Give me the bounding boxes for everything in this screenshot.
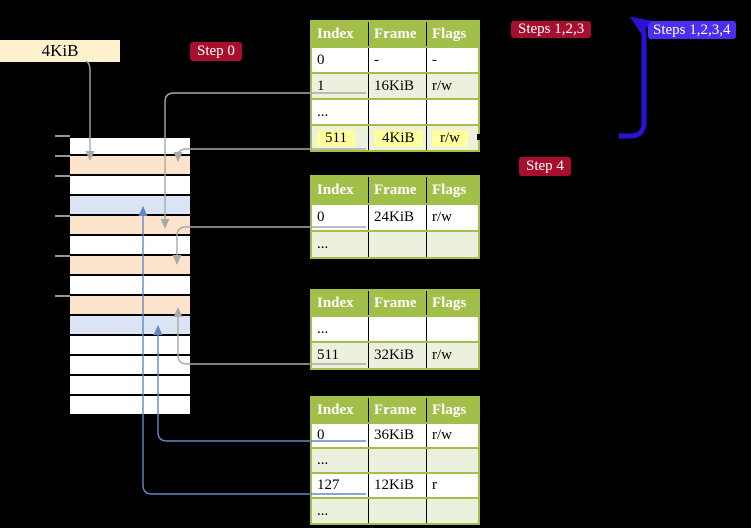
- table-cell: r/w: [426, 424, 478, 447]
- header-cell: Index: [317, 181, 354, 198]
- table-cell: ...: [317, 452, 329, 468]
- table-cell: 0: [317, 51, 325, 68]
- table-row-highlighted: 511 4KiB r/w: [312, 124, 478, 150]
- table-cell: 1: [317, 77, 325, 94]
- frame-address-box: 4KiB: [0, 40, 120, 62]
- table-cell: -: [426, 48, 478, 72]
- table-cell: [426, 100, 478, 124]
- memory-row: [70, 356, 190, 376]
- table-cell: ...: [317, 103, 329, 120]
- memory-row: [70, 316, 190, 336]
- table-cell: 12KiB: [368, 474, 426, 497]
- highlighted-value: 511: [317, 129, 355, 147]
- header-cell: Flags: [426, 22, 478, 46]
- address-tick: [55, 255, 70, 257]
- table-cell: 511: [312, 126, 368, 150]
- address-tick: [55, 135, 70, 137]
- header-cell: Frame: [368, 398, 426, 422]
- table-cell: [368, 449, 426, 472]
- memory-row: [70, 176, 190, 196]
- table-cell: [426, 232, 478, 257]
- table-cell: 32KiB: [368, 343, 426, 368]
- table-cell: ...: [317, 320, 329, 337]
- table-header-row: Index Frame Flags: [312, 398, 478, 422]
- header-cell: Flags: [426, 291, 478, 315]
- table-header-row: Index Frame Flags: [312, 291, 478, 315]
- table-row: 1 16KiB r/w: [312, 72, 478, 98]
- table-row: ...: [312, 497, 478, 523]
- table-header-row: Index Frame Flags: [312, 22, 478, 46]
- step4-badge: Step 4: [519, 157, 571, 176]
- table-row: 511 32KiB r/w: [312, 341, 478, 368]
- step0-badge: Step 0: [190, 42, 242, 61]
- table-row: 0 24KiB r/w: [312, 203, 478, 230]
- table-row: ...: [312, 230, 478, 257]
- table-row: ...: [312, 315, 478, 341]
- header-cell: Index: [317, 401, 354, 418]
- memory-row: [70, 396, 190, 416]
- table-cell: 511: [317, 347, 339, 363]
- header-cell: Frame: [368, 291, 426, 315]
- memory-row: [70, 236, 190, 256]
- header-cell: Index: [317, 294, 354, 311]
- highlighted-value: r/w: [432, 129, 468, 147]
- header-cell: Index: [317, 25, 354, 42]
- table-row: 0 - -: [312, 46, 478, 72]
- table-cell: [368, 499, 426, 523]
- steps1234-badge: Steps 1,2,3,4: [648, 21, 736, 39]
- header-cell: Frame: [368, 177, 426, 203]
- table-cell: 127: [317, 477, 340, 493]
- memory-row: [70, 216, 190, 236]
- memory-column: [70, 136, 190, 416]
- memory-row: [70, 256, 190, 276]
- table-cell: r/w: [426, 343, 478, 368]
- table-cell: [368, 232, 426, 257]
- table-cell: 24KiB: [368, 205, 426, 230]
- steps123-badge: Steps 1,2,3: [511, 21, 592, 38]
- table-cell: r/w: [426, 205, 478, 230]
- header-cell: Flags: [426, 398, 478, 422]
- address-tick: [55, 175, 70, 177]
- table-cell: ...: [317, 236, 329, 252]
- memory-row: [70, 136, 190, 156]
- table-header-row: Index Frame Flags: [312, 177, 478, 203]
- table-cell: r: [426, 474, 478, 497]
- table-cell: 16KiB: [368, 74, 426, 98]
- table-cell: 4KiB: [368, 126, 426, 150]
- table-cell: [368, 100, 426, 124]
- table-cell: 0: [317, 427, 325, 443]
- header-cell: Frame: [368, 22, 426, 46]
- page-table-second: Index Frame Flags 0 24KiB r/w ...: [310, 175, 480, 259]
- table-cell: 36KiB: [368, 424, 426, 447]
- table-cell: r/w: [426, 74, 478, 98]
- table-cell: r/w: [426, 126, 478, 150]
- table-cell: [426, 449, 478, 472]
- memory-row: [70, 376, 190, 396]
- address-tick: [55, 215, 70, 217]
- table-cell: ...: [317, 502, 329, 519]
- header-cell: Flags: [426, 177, 478, 203]
- page-table-third: Index Frame Flags ... 511 32KiB r/w: [310, 289, 480, 370]
- page-table-top: Index Frame Flags 0 - - 1 16KiB r/w ... …: [310, 20, 480, 152]
- table-cell: -: [368, 48, 426, 72]
- memory-row: [70, 296, 190, 316]
- highlighted-value: 4KiB: [374, 129, 423, 147]
- table-cell: [426, 499, 478, 523]
- memory-row: [70, 156, 190, 176]
- recursive-loop-arrow: [619, 16, 652, 139]
- table-row: 0 36KiB r/w: [312, 422, 478, 447]
- table-cell: [426, 317, 478, 341]
- table-cell: [368, 317, 426, 341]
- address-tick: [55, 155, 70, 157]
- table-cell: 0: [317, 209, 325, 225]
- page-table-bottom: Index Frame Flags 0 36KiB r/w ... 127 12…: [310, 396, 480, 525]
- memory-row: [70, 336, 190, 356]
- memory-row: [70, 276, 190, 296]
- table-row: 127 12KiB r: [312, 472, 478, 497]
- memory-row: [70, 196, 190, 216]
- address-tick: [55, 295, 70, 297]
- table-row: ...: [312, 447, 478, 472]
- table-row: ...: [312, 98, 478, 124]
